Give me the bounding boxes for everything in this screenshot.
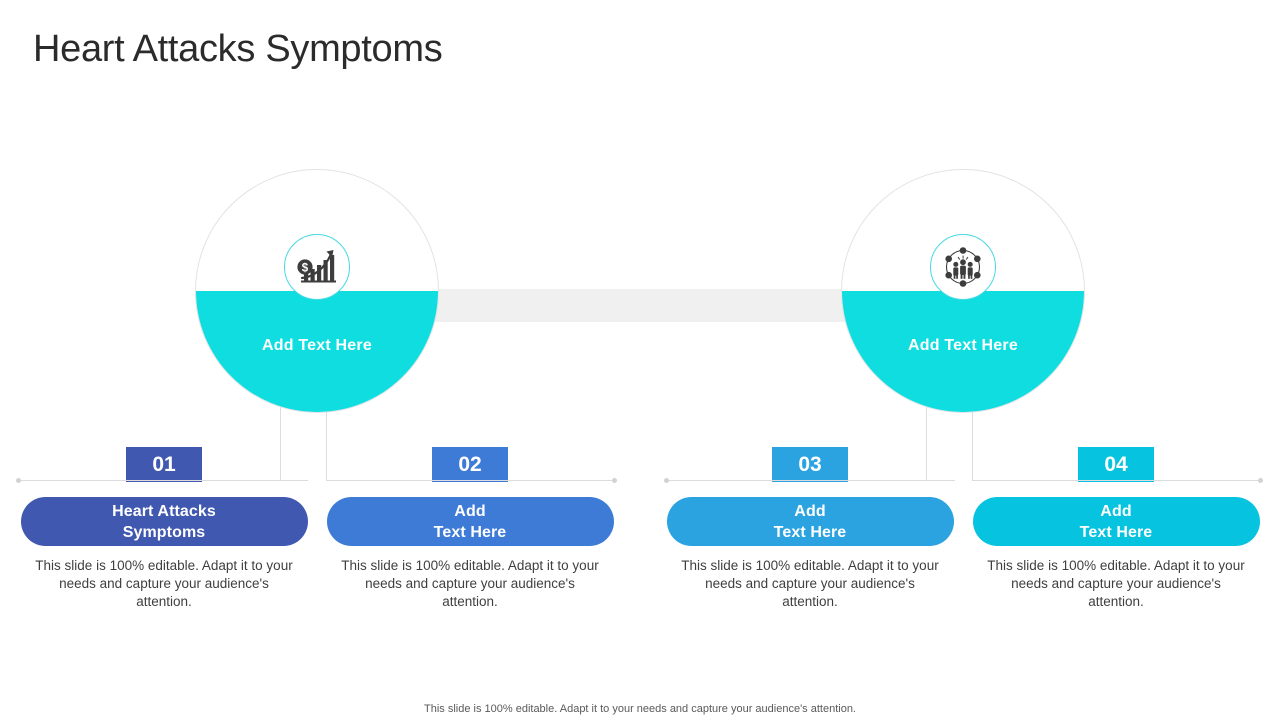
feature-circle-left[interactable]: Add Text Here $: [195, 169, 439, 413]
item-column-02: 02 Add Text Here This slide is 100% edit…: [320, 447, 620, 611]
team-network-icon: [930, 234, 996, 300]
connector-dot-02-end: [612, 478, 617, 483]
circle-fill-left: Add Text Here: [196, 291, 438, 412]
item-description-04: This slide is 100% editable. Adapt it to…: [987, 558, 1245, 609]
item-description-01: This slide is 100% editable. Adapt it to…: [35, 558, 293, 609]
connector-hline-04: [972, 480, 1262, 481]
connector-hline-02: [326, 480, 616, 481]
connector-vline-01: [280, 400, 281, 480]
item-title-line2-01: Symptoms: [122, 523, 206, 541]
connector-vline-02: [326, 400, 327, 480]
connector-hline-03: [665, 480, 955, 481]
connector-vline-04: [972, 400, 973, 480]
circle-label-left: Add Text Here: [262, 337, 372, 354]
svg-text:$: $: [302, 263, 309, 275]
circle-label-right: Add Text Here: [908, 337, 1018, 354]
connector-vline-03: [926, 400, 927, 480]
item-pill-04[interactable]: Add Text Here: [972, 497, 1260, 546]
connector-dot-01-start: [16, 478, 21, 483]
feature-circle-right[interactable]: Add Text Here: [841, 169, 1085, 413]
number-badge-02: 02: [432, 447, 508, 482]
connector-dot-04-end: [1258, 478, 1263, 483]
page-title: Heart Attacks Symptoms: [33, 28, 443, 70]
item-title-line1-01: Heart Attacks: [112, 502, 216, 520]
item-title-line2-04: Text Here: [1079, 523, 1153, 541]
item-title-line1-02: Add: [454, 502, 486, 520]
number-badge-04: 04: [1078, 447, 1154, 482]
number-badge-01: 01: [126, 447, 202, 482]
growth-chart-dollar-icon: $: [284, 234, 350, 300]
footer-note: This slide is 100% editable. Adapt it to…: [424, 703, 856, 715]
item-title-line1-03: Add: [794, 502, 826, 520]
item-pill-01[interactable]: Heart Attacks Symptoms: [20, 497, 308, 546]
connector-dot-03-start: [664, 478, 669, 483]
item-pill-03[interactable]: Add Text Here: [666, 497, 954, 546]
item-description-02: This slide is 100% editable. Adapt it to…: [341, 558, 599, 609]
item-description-03: This slide is 100% editable. Adapt it to…: [681, 558, 939, 609]
item-title-line2-02: Text Here: [433, 523, 507, 541]
circle-fill-right: Add Text Here: [842, 291, 1084, 412]
item-column-04: 04 Add Text Here This slide is 100% edit…: [966, 447, 1266, 611]
item-title-line1-04: Add: [1100, 502, 1132, 520]
connector-hline-01: [18, 480, 308, 481]
item-title-line2-03: Text Here: [773, 523, 847, 541]
number-badge-03: 03: [772, 447, 848, 482]
item-pill-02[interactable]: Add Text Here: [326, 497, 614, 546]
item-column-01: 01 Heart Attacks Symptoms This slide is …: [14, 447, 314, 611]
item-column-03: 03 Add Text Here This slide is 100% edit…: [660, 447, 960, 611]
